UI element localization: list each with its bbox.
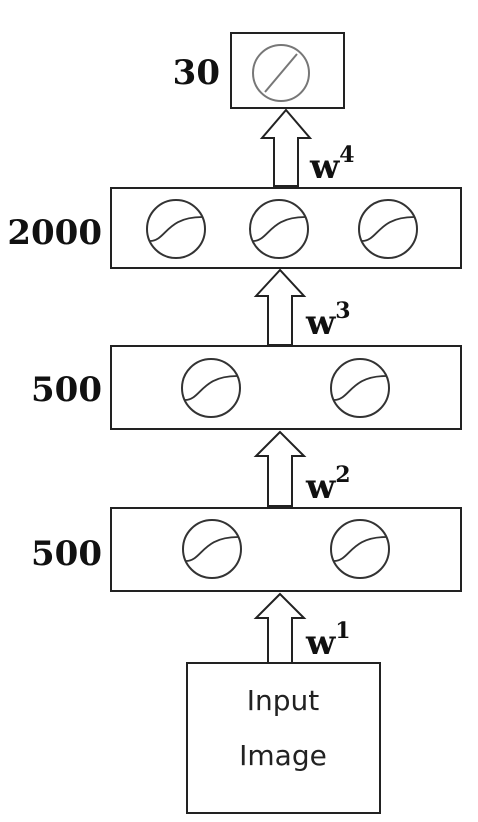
linear-unit-icon [252, 44, 310, 102]
weight-label-4: w4 [309, 142, 355, 187]
logistic-unit-icon [146, 199, 206, 259]
layer-30: 30 [173, 32, 345, 109]
up-arrow-icon [253, 268, 307, 346]
layer-2000-size-label: 2000 [7, 213, 102, 253]
weight-arrow-3: w3 [253, 268, 351, 346]
layer-2000: 2000 [7, 187, 462, 269]
up-arrow-icon [253, 430, 307, 507]
layer-30-box [230, 32, 345, 109]
weight-arrow-1: w1 [253, 592, 351, 664]
input-label-line2: Image [239, 739, 327, 772]
weight-label-1: w1 [305, 618, 351, 663]
layer-500-upper: 500 [31, 345, 462, 430]
logistic-unit-icon [182, 519, 242, 579]
layer-30-size-label: 30 [173, 53, 220, 93]
layer-500-lower-box [110, 507, 462, 592]
layer-500-lower-size-label: 500 [31, 534, 102, 574]
weight-arrow-2: w2 [253, 430, 351, 507]
layer-500-upper-size-label: 500 [31, 370, 102, 410]
logistic-unit-icon [249, 199, 309, 259]
input-label-line1: Input [247, 684, 320, 717]
up-arrow-icon [259, 108, 313, 187]
weight-label-3: w3 [305, 298, 351, 343]
layer-500-upper-box [110, 345, 462, 430]
weight-label-2: w2 [305, 462, 351, 507]
layer-500-lower: 500 [31, 507, 462, 592]
input-image-node: Input Image [186, 662, 381, 814]
up-arrow-icon [253, 592, 307, 664]
logistic-unit-icon [181, 358, 241, 418]
input-image-box [186, 662, 381, 814]
logistic-unit-icon [330, 358, 390, 418]
logistic-unit-icon [330, 519, 390, 579]
logistic-unit-icon [358, 199, 418, 259]
weight-arrow-4: w4 [259, 108, 355, 187]
